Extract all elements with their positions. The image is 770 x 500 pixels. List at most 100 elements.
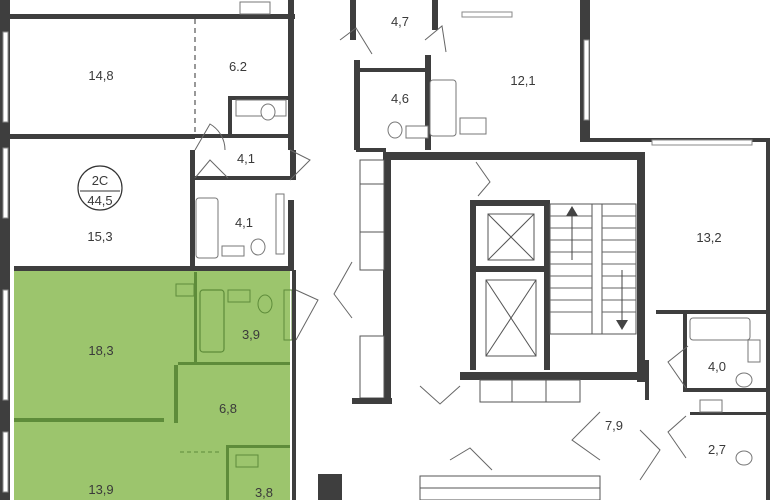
toilet (735, 450, 753, 466)
door-swing (475, 161, 491, 197)
toilet (735, 372, 753, 388)
core-wall (460, 372, 645, 380)
door-swing (667, 415, 687, 459)
sink (235, 454, 259, 468)
window (583, 39, 590, 121)
sink (699, 399, 723, 413)
wall (360, 68, 430, 72)
room-area-label: 7,9 (605, 418, 623, 433)
window (651, 139, 753, 146)
toilet (257, 294, 273, 314)
wall (766, 142, 770, 500)
sink (221, 245, 245, 257)
kitchen-counter (239, 1, 271, 15)
door-swing (339, 27, 373, 55)
elevator-shaft (470, 266, 550, 272)
room-area-label: 4,1 (237, 151, 255, 166)
wall (425, 55, 431, 150)
highlight-room-18-3[interactable] (14, 270, 194, 420)
wall (683, 388, 766, 392)
room-area-label: 6,8 (219, 401, 237, 416)
outer-wall-left (0, 0, 10, 500)
unit-badge[interactable]: 2С 44,5 (77, 165, 123, 211)
highlighted-apartment[interactable] (14, 266, 294, 500)
core-wall (383, 152, 645, 160)
wall (228, 96, 290, 100)
wall (690, 412, 766, 415)
highlight-corridor (178, 448, 226, 500)
door-swing (639, 429, 661, 481)
room-area-label: 3,8 (255, 485, 273, 500)
shower-door (275, 193, 285, 255)
kitchen-counter (175, 283, 195, 297)
sink (459, 117, 487, 135)
wall (645, 360, 649, 400)
room-area-label: 14,8 (88, 68, 113, 83)
utility-shaft (479, 379, 581, 403)
utility-shaft (359, 335, 385, 399)
partition-wall (226, 445, 290, 448)
core-wall (383, 152, 391, 400)
wall (288, 200, 294, 270)
partition-wall (194, 272, 197, 362)
door-swing (667, 345, 689, 389)
unit-area-label: 44,5 (87, 193, 112, 208)
room-area-label: 13,9 (88, 482, 113, 497)
bathtub (429, 79, 457, 137)
highlight-room-3-9[interactable] (194, 270, 290, 365)
partition-wall (174, 365, 178, 423)
room-area-label: 2,7 (708, 442, 726, 457)
partition-wall (14, 418, 164, 422)
door-swing (419, 385, 461, 405)
door-swing (295, 289, 319, 341)
wall (656, 310, 766, 314)
wall (292, 270, 296, 500)
wall (350, 0, 356, 40)
door-swing (194, 123, 226, 151)
wall (354, 60, 360, 150)
room-area-label: 18,3 (88, 343, 113, 358)
partition-wall (178, 362, 290, 365)
sink (227, 289, 251, 303)
core-wall (637, 152, 645, 382)
door-swing (571, 411, 601, 461)
wall-top (10, 14, 295, 19)
window (2, 289, 9, 401)
wall (288, 0, 294, 150)
wall (190, 150, 195, 270)
elevator-shaft (470, 200, 550, 206)
unit-badge-circle (77, 165, 123, 211)
staircase (549, 203, 637, 335)
highlight-room-13-9[interactable] (14, 420, 178, 500)
room-area-label: 4,6 (391, 91, 409, 106)
bathtub (689, 317, 751, 341)
door-swing (194, 159, 229, 179)
window (461, 11, 513, 18)
wall (10, 134, 195, 139)
sink (747, 339, 761, 363)
elevator-shaft (544, 200, 550, 370)
room-area-label: 12,1 (510, 73, 535, 88)
highlight-room-6-8[interactable] (178, 365, 290, 455)
window (2, 147, 9, 219)
room-area-label: 6.2 (229, 59, 247, 74)
wall (195, 176, 290, 180)
room-area-label: 4,1 (235, 215, 253, 230)
room-area-label: 15,3 (87, 229, 112, 244)
toilet (250, 238, 266, 256)
room-area-label: 4,7 (391, 14, 409, 29)
elevator-shaft (470, 200, 476, 370)
room-area-label: 13,2 (696, 230, 721, 245)
room-area-label: 4,0 (708, 359, 726, 374)
door-swing (333, 261, 353, 319)
utility-shaft (359, 159, 385, 271)
partition-wall (226, 445, 229, 500)
wall (683, 310, 687, 390)
wall (318, 474, 342, 500)
window (2, 431, 9, 493)
room-area-label: 3,9 (242, 327, 260, 342)
wall (356, 148, 386, 152)
bathtub (195, 197, 219, 259)
door-swing (424, 25, 447, 53)
door-swing (289, 149, 311, 181)
